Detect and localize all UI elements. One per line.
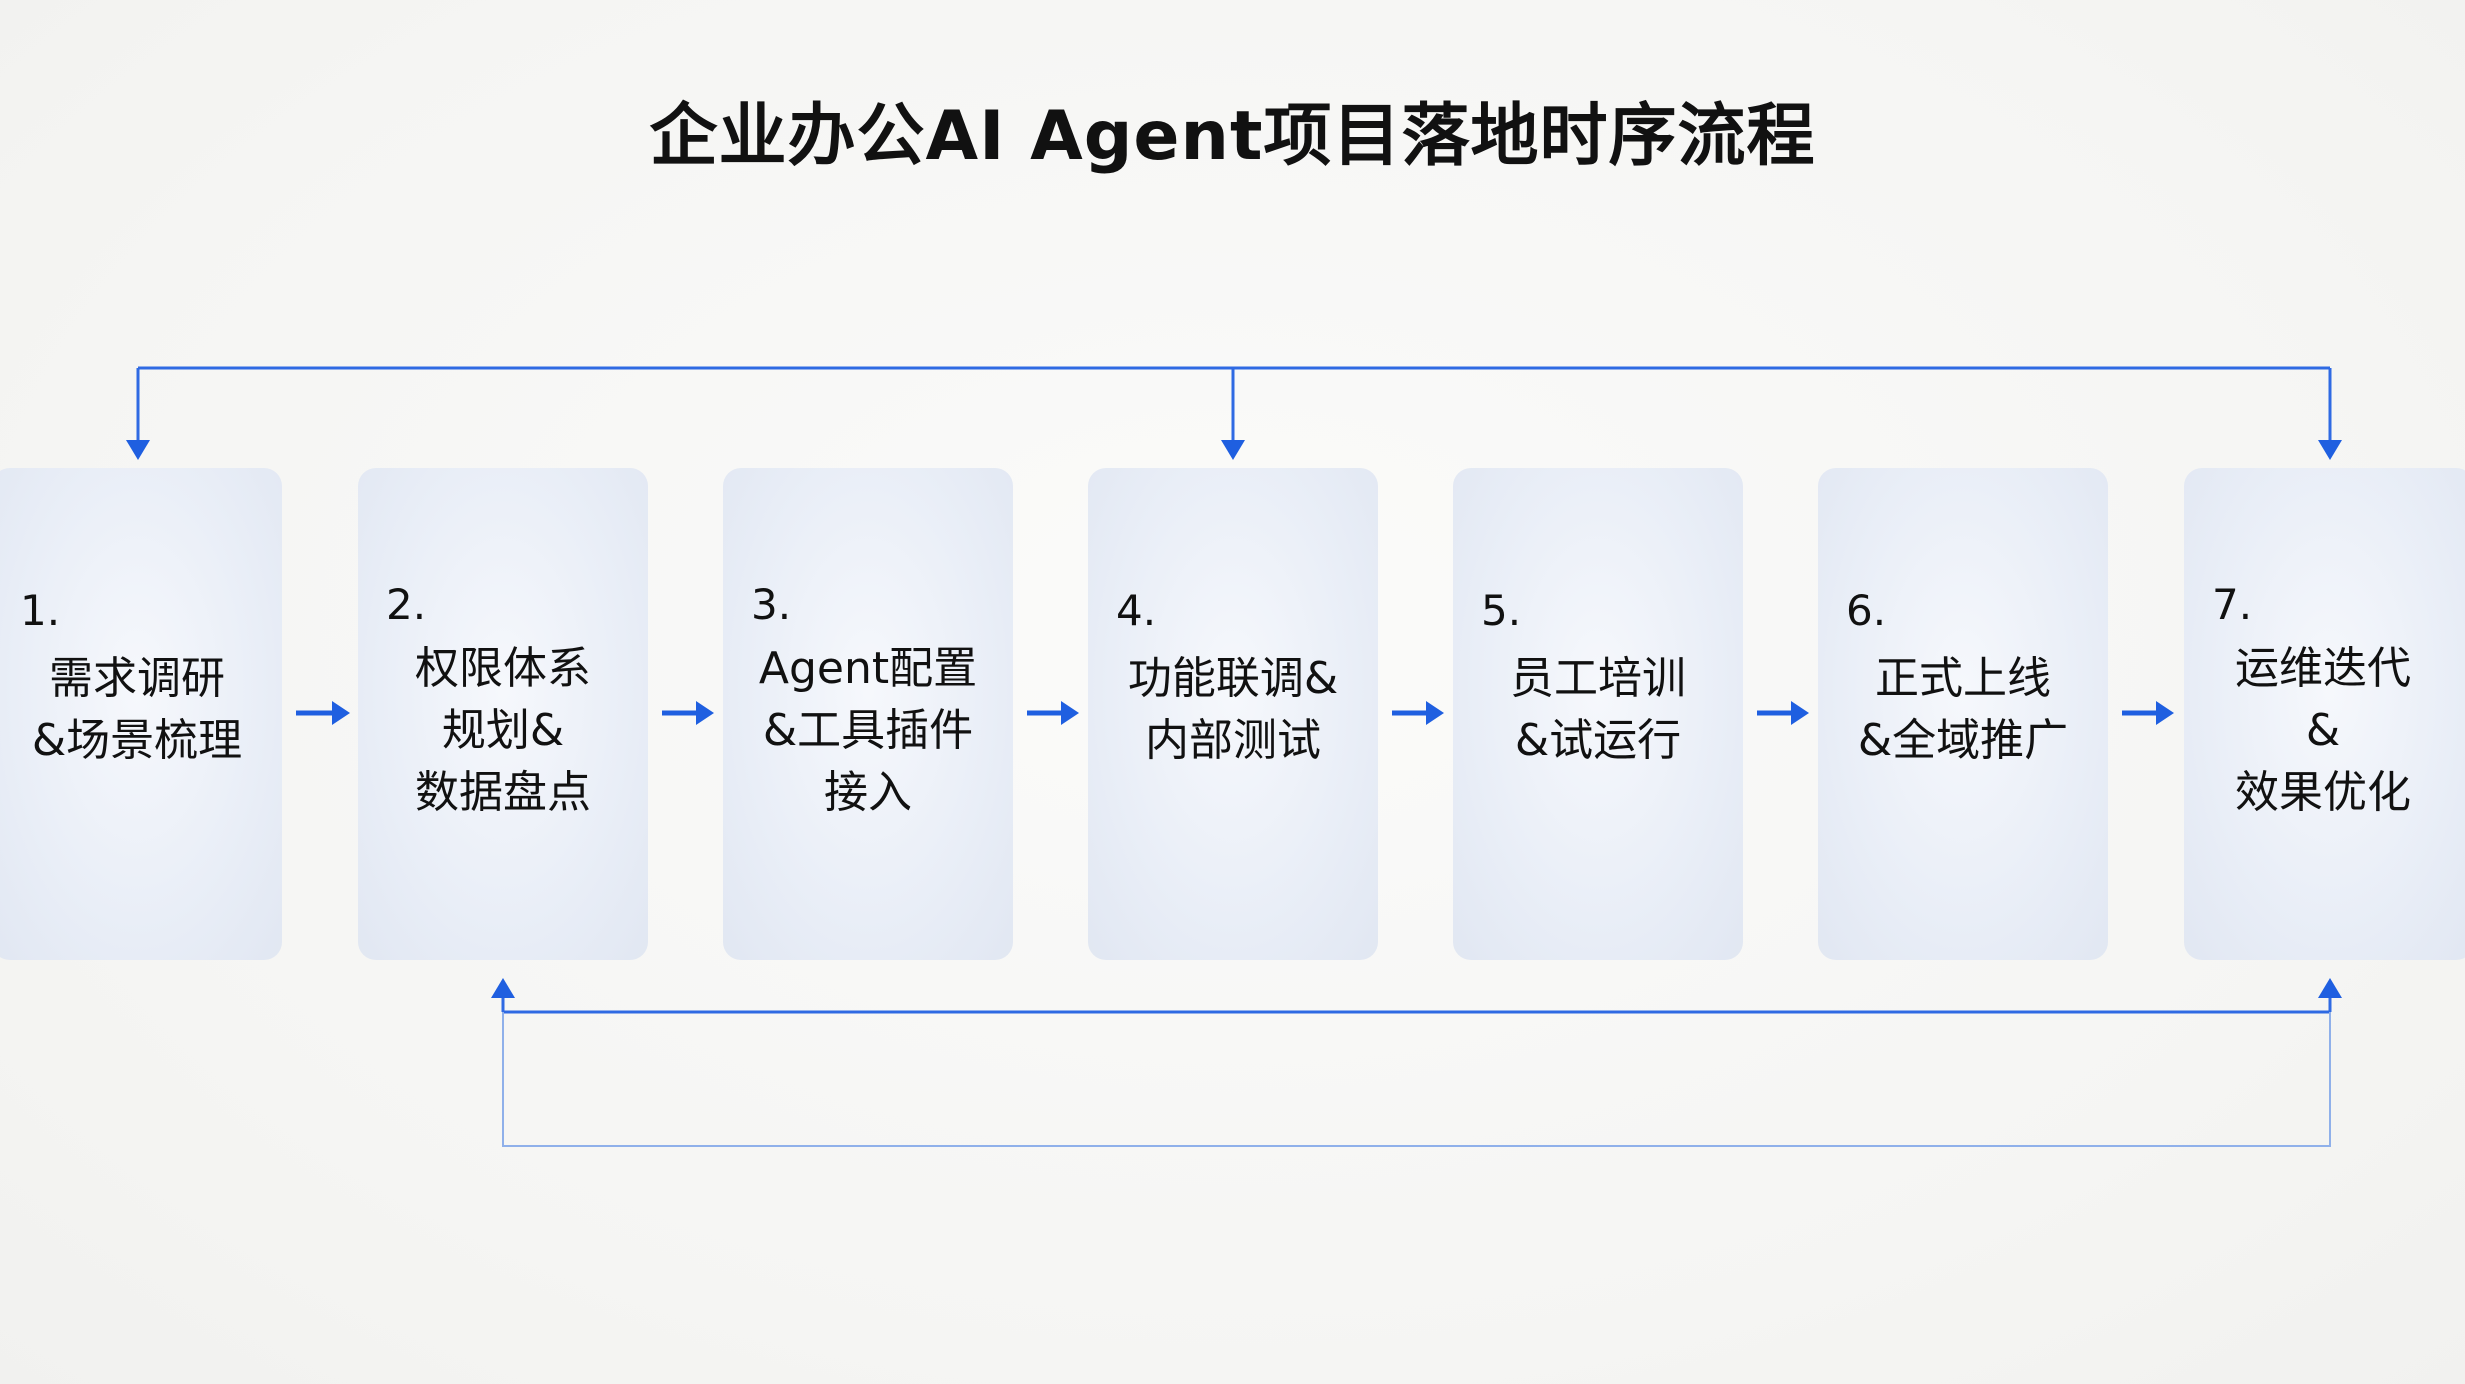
step-box-2: 2. 权限体系 规划& 数据盘点 (358, 468, 648, 960)
bottom-feedback-arrowhead-2 (491, 978, 515, 998)
step-box-6: 6. 正式上线 &全域推广 (1818, 468, 2108, 960)
step-label: Agent配置 &工具插件 接入 (758, 643, 978, 818)
step-number: 7. (2212, 580, 2253, 629)
step-box-1: 1. 需求调研 &场景梳理 (0, 468, 282, 960)
step-label: 功能联调& 内部测试 (1127, 653, 1339, 766)
step-box-3: 3. Agent配置 &工具插件 接入 (723, 468, 1013, 960)
step-box-5: 5. 员工培训 &试运行 (1453, 468, 1743, 960)
step-arrow-4-5 (1392, 701, 1444, 725)
step-arrow-2-3 (662, 701, 714, 725)
top-feedback-arrowhead-4 (1221, 440, 1245, 460)
bottom-feedback-arrowhead-7 (2318, 978, 2342, 998)
step-label: 员工培训 &试运行 (1510, 653, 1686, 766)
step-arrow-5-6 (1757, 701, 1809, 725)
top-feedback-arrowhead-7 (2318, 440, 2342, 460)
step-number: 2. (386, 580, 427, 629)
diagram-title: 企业办公AI Agent项目落地时序流程 (649, 97, 1816, 176)
step-label: 正式上线 &全域推广 (1857, 653, 2069, 766)
step-arrow-1-2 (296, 701, 350, 725)
step-arrow-3-4 (1027, 701, 1079, 725)
step-label: 权限体系 规划& 数据盘点 (415, 643, 591, 818)
top-feedback-arrowhead-1 (126, 440, 150, 460)
step-number: 5. (1481, 586, 1522, 635)
step-number: 6. (1846, 586, 1887, 635)
step-number: 3. (751, 580, 792, 629)
step-label: 运维迭代 & 效果优化 (2235, 643, 2411, 818)
step-label: 需求调研 &场景梳理 (31, 653, 243, 766)
step-box-7: 7. 运维迭代 & 效果优化 (2184, 468, 2465, 960)
bottom-outer-loop (502, 1012, 2331, 1147)
step-number: 1. (20, 586, 61, 635)
step-number: 4. (1116, 586, 1157, 635)
step-arrow-6-7 (2122, 701, 2174, 725)
step-box-4: 4. 功能联调& 内部测试 (1088, 468, 1378, 960)
